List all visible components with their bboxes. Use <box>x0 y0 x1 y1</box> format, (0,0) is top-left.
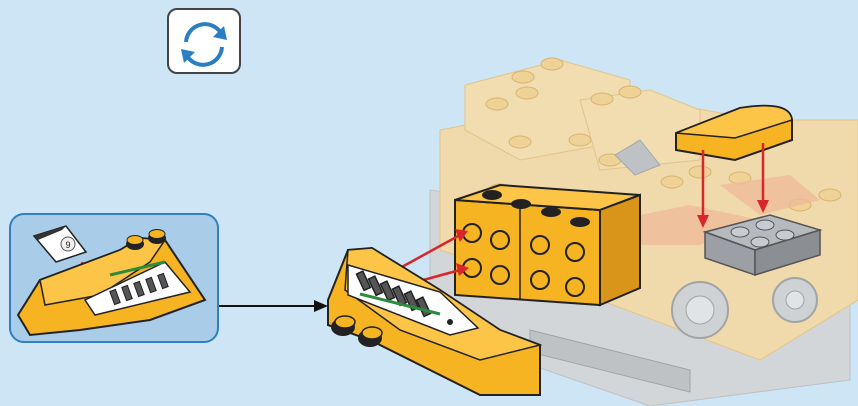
callout-arrow <box>219 300 328 312</box>
side-stud-brick <box>455 185 640 305</box>
rotate-arrows-icon <box>168 9 240 73</box>
sticker-number-label: 9 <box>65 240 70 250</box>
subassembly-callout: 9 <box>10 214 218 342</box>
